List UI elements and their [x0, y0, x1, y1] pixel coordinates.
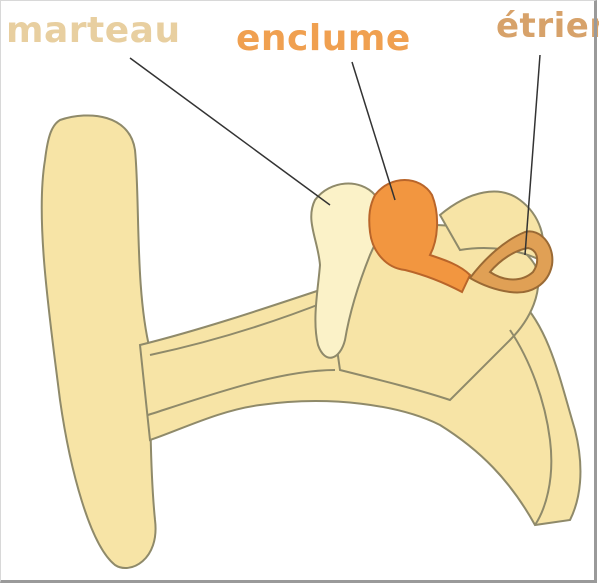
enclume-pointer	[352, 62, 395, 200]
marteau-pointer	[130, 58, 330, 205]
marteau-label: marteau	[6, 10, 181, 51]
enclume-label: enclume	[236, 18, 411, 59]
etrier-label: étrier	[496, 6, 599, 46]
outer-ear-pinna	[42, 115, 156, 568]
